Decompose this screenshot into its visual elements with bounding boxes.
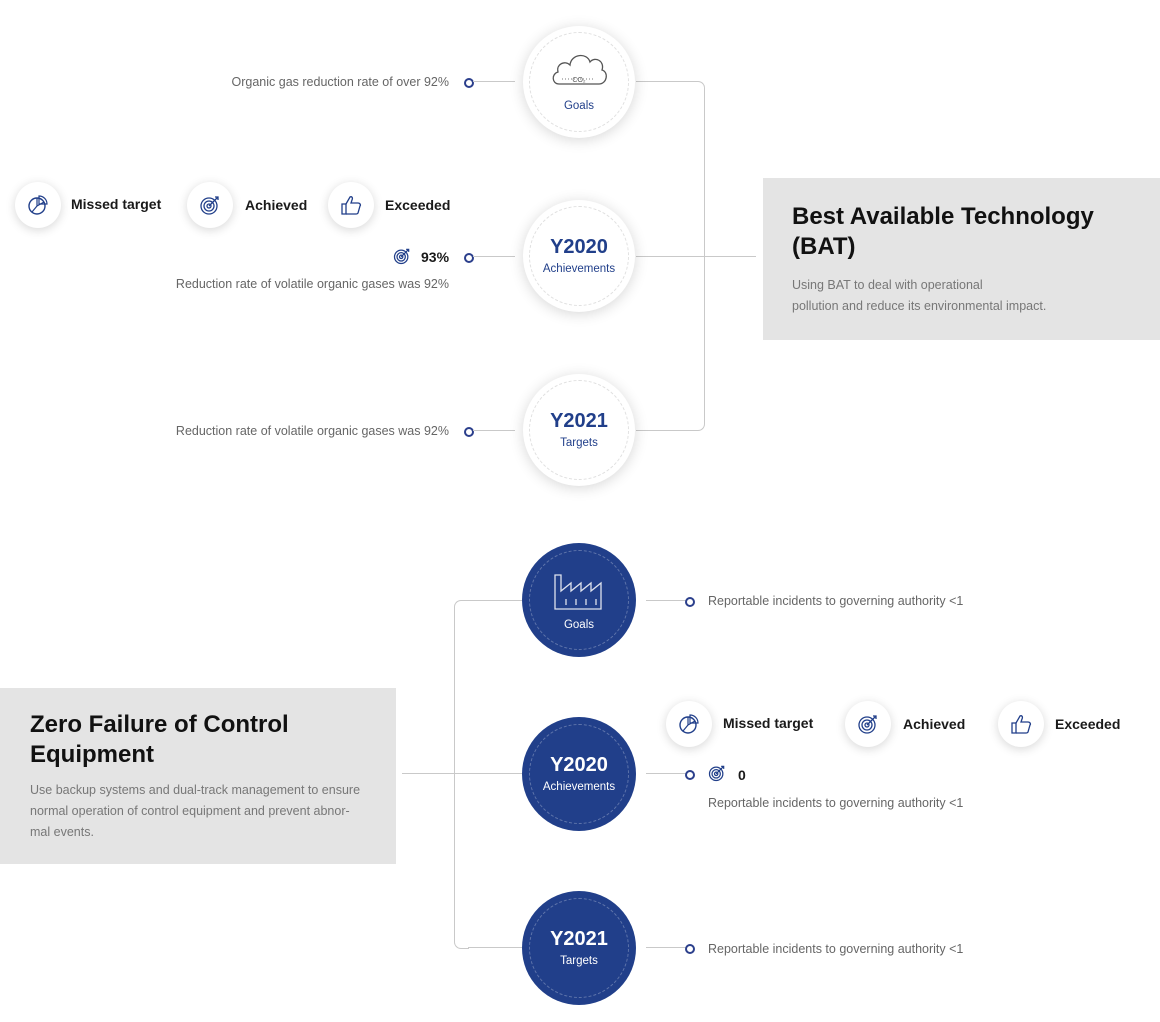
bullet-dot <box>685 944 695 954</box>
targets-label: Targets <box>560 437 598 449</box>
legend-achieved-badge <box>187 182 233 228</box>
connector-corner <box>454 600 469 615</box>
connector-line <box>468 600 522 601</box>
bat-target-text: Reduction rate of volatile organic gases… <box>175 424 449 438</box>
bat-description: pollution and reduce its environmental i… <box>792 299 1047 313</box>
zf-achievement-text: Reportable incidents to governing author… <box>708 796 964 810</box>
legend-achieved-label: Achieved <box>245 197 308 213</box>
achievement-value: 0 <box>738 767 746 783</box>
zero-failure-panel: Zero Failure of Control Equipment Use ba… <box>0 688 396 864</box>
goals-circle: Goals <box>522 543 636 657</box>
connector-corner <box>690 416 705 431</box>
targets-label: Targets <box>560 955 598 967</box>
zf-goal-text: Reportable incidents to governing author… <box>708 594 964 608</box>
legend-missed-badge <box>15 182 61 228</box>
connector-line <box>646 773 686 774</box>
bullet-dot <box>464 78 474 88</box>
year-label: Y2021 <box>550 928 608 950</box>
year-label: Y2020 <box>550 236 608 258</box>
year-label: Y2021 <box>550 410 608 432</box>
legend-achieved-label: Achieved <box>903 716 966 732</box>
zero-failure-title: Zero Failure of Control <box>30 711 289 738</box>
connector-line <box>636 430 692 431</box>
thumbs-up-icon <box>1011 715 1032 734</box>
cloud-co2-icon: CO₂ <box>552 54 607 85</box>
connector-line <box>646 947 686 948</box>
bullet-dot <box>685 597 695 607</box>
y2021-circle: Y2021 Targets <box>522 891 636 1005</box>
legend-exceeded-badge <box>328 182 374 228</box>
connector-line <box>473 81 515 82</box>
target-icon <box>200 196 219 215</box>
goals-label: Goals <box>563 100 595 112</box>
target-icon <box>393 248 410 265</box>
factory-icon <box>554 574 602 610</box>
y2020-circle: Y2020 Achievements <box>523 200 635 312</box>
connector-line <box>636 81 698 82</box>
connector-corner <box>454 934 469 949</box>
zf-target-text: Reportable incidents to governing author… <box>708 942 964 956</box>
zero-failure-description: mal events. <box>30 825 94 839</box>
connector-corner <box>690 81 705 96</box>
connector-line <box>402 773 522 774</box>
target-icon <box>858 715 877 734</box>
legend-exceeded-label: Exceeded <box>1055 716 1121 732</box>
bullet-dot <box>464 253 474 263</box>
legend-missed-badge <box>666 701 712 747</box>
svg-text:CO₂: CO₂ <box>572 77 586 84</box>
bat-title: Best Available Technology <box>792 203 1094 230</box>
bat-achievement-text: Reduction rate of volatile organic gases… <box>175 277 449 291</box>
zero-failure-description: normal operation of control equipment an… <box>30 804 350 818</box>
bat-description: Using BAT to deal with operational <box>792 278 983 292</box>
legend-missed-label: Missed target <box>723 715 814 731</box>
connector-line <box>646 600 686 601</box>
bat-panel: Best Available Technology (BAT) Using BA… <box>763 178 1160 340</box>
bat-goal-text: Organic gas reduction rate of over 92% <box>231 75 449 89</box>
target-icon <box>708 765 725 782</box>
goals-label: Goals <box>563 619 595 631</box>
goals-circle: CO₂ Goals <box>523 26 635 138</box>
legend-achieved-badge <box>845 701 891 747</box>
legend-exceeded-badge <box>998 701 1044 747</box>
y2020-circle: Y2020 Achievements <box>522 717 636 831</box>
year-label: Y2020 <box>550 754 608 776</box>
zero-failure-description: Use backup systems and dual-track manage… <box>30 783 361 797</box>
connector-line <box>473 430 515 431</box>
bullet-dot <box>685 770 695 780</box>
legend-exceeded-label: Exceeded <box>385 197 451 213</box>
zero-failure-title: Equipment <box>30 741 154 768</box>
pie-chart-icon <box>679 714 699 734</box>
connector-line <box>468 947 522 948</box>
y2021-circle: Y2021 Targets <box>523 374 635 486</box>
bat-title: (BAT) <box>792 233 856 260</box>
legend-missed-label: Missed target <box>71 196 162 212</box>
connector-line <box>636 256 756 257</box>
achievements-label: Achievements <box>542 263 616 275</box>
achievements-label: Achievements <box>542 781 616 793</box>
bullet-dot <box>464 427 474 437</box>
connector-line <box>454 614 455 934</box>
achievement-value: 93% <box>421 249 450 265</box>
thumbs-up-icon <box>341 196 362 215</box>
connector-line <box>473 256 515 257</box>
pie-chart-icon <box>28 195 48 215</box>
